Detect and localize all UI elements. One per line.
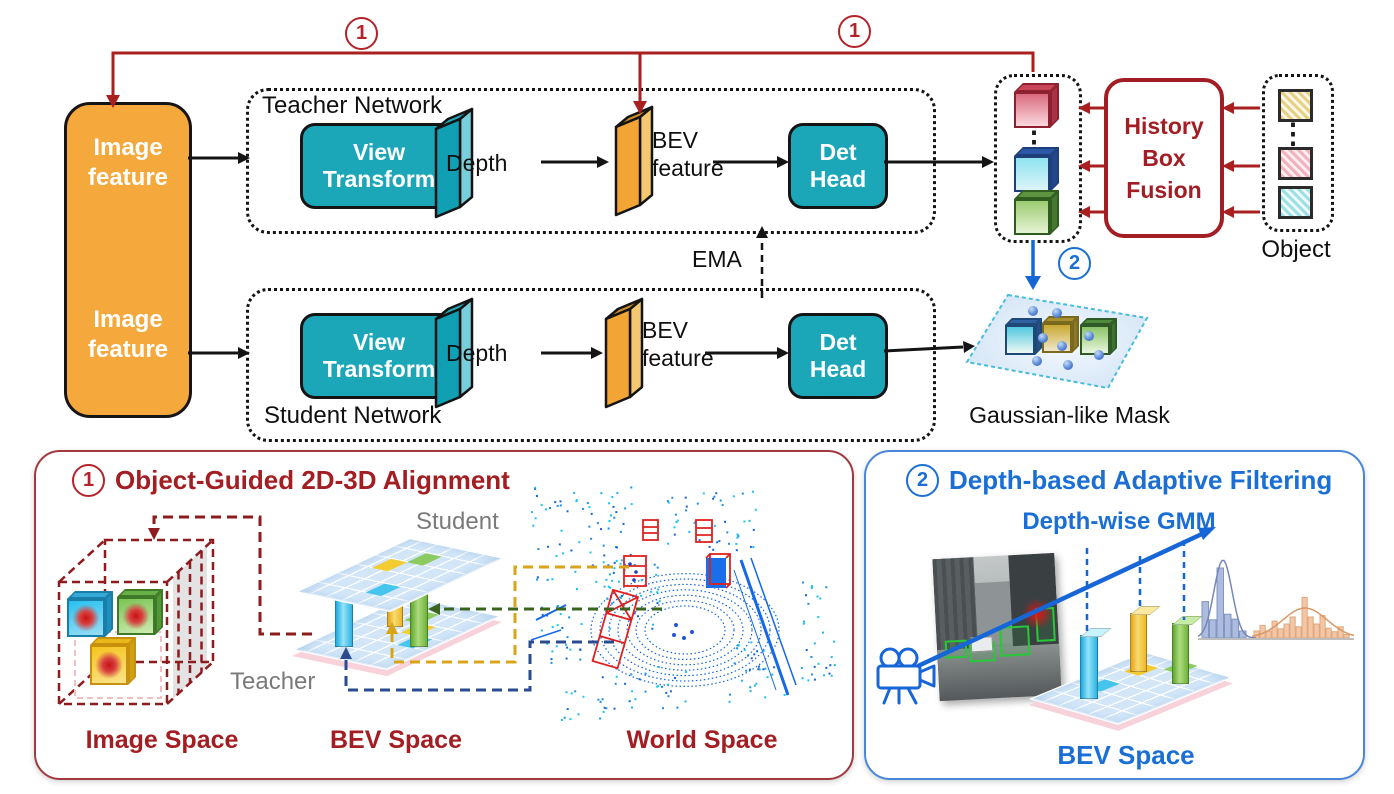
bev-feature-label-student: BEV feature [642,317,714,372]
callout-1-right: 1 [838,15,871,48]
panel2-number-icon: 2 [906,464,939,497]
photo-detection-box [944,639,968,660]
callout-1-left: 1 [345,17,378,50]
camera-icon [876,647,936,705]
image-space-label: Image Space [85,726,239,754]
pred-cube-red [1014,92,1050,128]
mask-dot [1038,333,1048,343]
student-label: Student [416,508,499,535]
object-box-cyan [1278,186,1313,219]
pillar-yellow [1130,613,1147,672]
bev-feature-label-teacher: BEV feature [652,127,724,182]
gmm-label: Depth-wise GMM [1022,508,1216,535]
teacher-label: Teacher [230,668,316,695]
panel1-title: 1 Object-Guided 2D-3D Alignment [72,464,510,497]
detection-boxes-red [591,519,731,670]
lidar-points [531,486,836,721]
object-container [1262,74,1334,232]
det-head-box-teacher: Det Head [788,123,888,209]
gaussian-center [95,650,123,680]
ema-label: EMA [692,246,742,272]
gaussian-mask-label: Gaussian-like Mask [969,402,1170,428]
det-head-box-student: Det Head [788,313,888,399]
teacher-network-title: Teacher Network [262,92,443,119]
detected-vehicle-blue [706,558,726,588]
depth-label-student: Depth [446,340,508,366]
mask-cube-blue [1005,325,1035,355]
history-line-2: Box [1142,144,1186,171]
tile-yellow [371,558,407,572]
mask-dot [1032,356,1042,366]
panel2-title-text: Depth-based Adaptive Filtering [949,465,1333,495]
world-space-label: World Space [626,726,778,754]
pred-boxes-container [994,74,1082,243]
pillar-green [1172,623,1189,684]
panel2-title: 2 Depth-based Adaptive Filtering [906,464,1332,497]
camera-image [932,552,1062,702]
gaussian-center [72,604,100,632]
imgspace-cube-yellow [90,645,128,685]
mask-dot [1084,331,1094,341]
student-network-box [246,288,936,442]
history-line-3: Fusion [1126,177,1202,204]
mask-dot [1028,306,1038,316]
photo-van [970,635,994,652]
bev-space-label: BEV Space [329,726,462,754]
pred-cube-blue [1014,156,1050,192]
imgspace-cube-blue [67,599,105,637]
object-label: Object [1261,236,1331,263]
world-space-pointcloud [530,486,836,721]
history-line-1: History [1124,112,1204,139]
panel1-number-icon: 1 [72,464,105,497]
mask-dot [1057,341,1067,351]
pred-cube-green [1014,199,1050,235]
student-network-title: Student Network [264,402,442,429]
bev-space-label: BEV Space [1057,740,1195,770]
pillar-cyan [1080,635,1098,699]
object-dots: ⋮ [1279,118,1307,149]
view-transform-box-student: View Transform [300,313,458,399]
gmm-histograms [1197,559,1355,640]
history-box-fusion: History Box Fusion [1104,78,1224,238]
photo-red-highlight [1021,595,1054,632]
callout-2: 2 [1058,247,1091,280]
object-box-pink [1278,147,1313,180]
tile-cyan [365,583,401,597]
image-feature-label-bottom: Image feature [87,306,169,363]
panel-depth-adaptive-filtering: 2 Depth-based Adaptive Filtering Depth-w… [864,450,1365,780]
panel1-title-text: Object-Guided 2D-3D Alignment [115,465,510,495]
object-box-yellow [1278,89,1313,122]
mask-dot [1063,360,1073,370]
depth-label-teacher: Depth [446,150,508,176]
mask-dot [1052,308,1062,318]
gaussian-center [122,602,150,630]
mask-dot [1094,350,1104,360]
view-transform-box-teacher: View Transform [300,123,458,209]
tile-green [406,553,442,566]
image-feature-label-top: Image feature [87,134,169,191]
image-feature-box: Image feature Image feature [64,102,192,418]
student-bev-plane [295,537,505,613]
panel-object-guided-alignment: 1 Object-Guided 2D-3D Alignment Image Sp… [34,450,854,780]
imgspace-cube-green [117,597,155,635]
